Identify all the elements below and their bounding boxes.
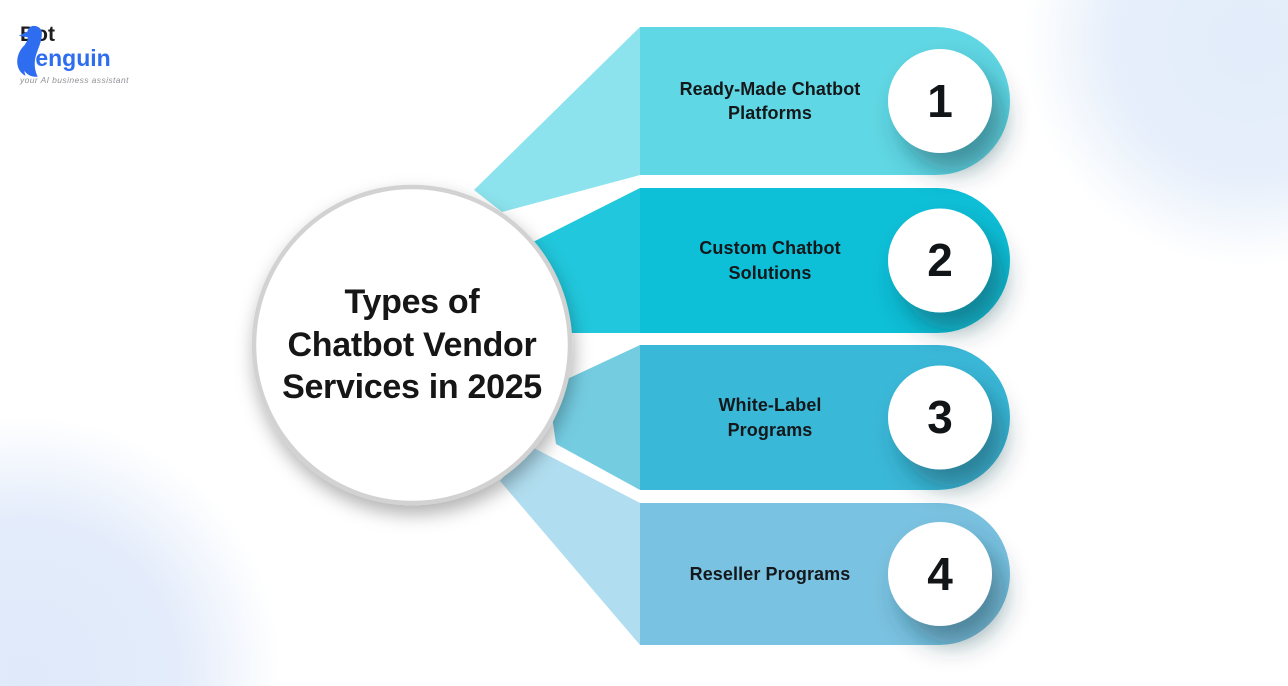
step-number-1: 1 — [927, 75, 953, 127]
banner-label-2: Custom Chatbot Solutions — [648, 188, 892, 333]
wedge-1 — [474, 27, 640, 212]
wedge-4 — [500, 446, 640, 645]
step-number-3: 3 — [927, 391, 953, 443]
banner-label-1: Ready-Made Chatbot Platforms — [648, 27, 892, 175]
number-circle-3 — [888, 365, 992, 470]
banner-label-3-line-1: White-Label — [718, 395, 822, 416]
botpenguin-logo: Bot Penguin your AI business assistant — [14, 23, 129, 86]
banner-label-1-line-2: Platforms — [728, 103, 812, 123]
banner-label-2-line-2: Solutions — [728, 262, 812, 283]
number-circle-2 — [888, 208, 992, 313]
page-title: Types of Chatbot Vendor Services in 2025 — [254, 187, 570, 503]
page-title-line-1: Types of — [344, 282, 480, 321]
title-circle — [251, 184, 573, 506]
number-circle-1 — [888, 49, 992, 153]
logo-tagline: your AI business assistant — [20, 75, 129, 86]
number-circle-4 — [888, 522, 992, 626]
banner-label-3-line-2: Programs — [727, 419, 813, 440]
penguin-icon — [17, 25, 42, 77]
page-title-line-3: Services in 2025 — [282, 368, 542, 407]
banner-label-2-line-1: Custom Chatbot — [699, 238, 841, 259]
banner-label-4-line-1: Reseller Programs — [689, 563, 851, 584]
banner-label-1-line-1: Ready-Made Chatbot — [679, 78, 861, 99]
step-number-2: 2 — [927, 234, 953, 286]
banner-label-4: Reseller Programs — [648, 503, 892, 645]
wedge-3 — [548, 345, 640, 490]
banner-label-3: White-Label Programs — [648, 345, 892, 490]
step-number-4: 4 — [927, 548, 953, 600]
page-title-line-2: Chatbot Vendor — [287, 325, 537, 364]
